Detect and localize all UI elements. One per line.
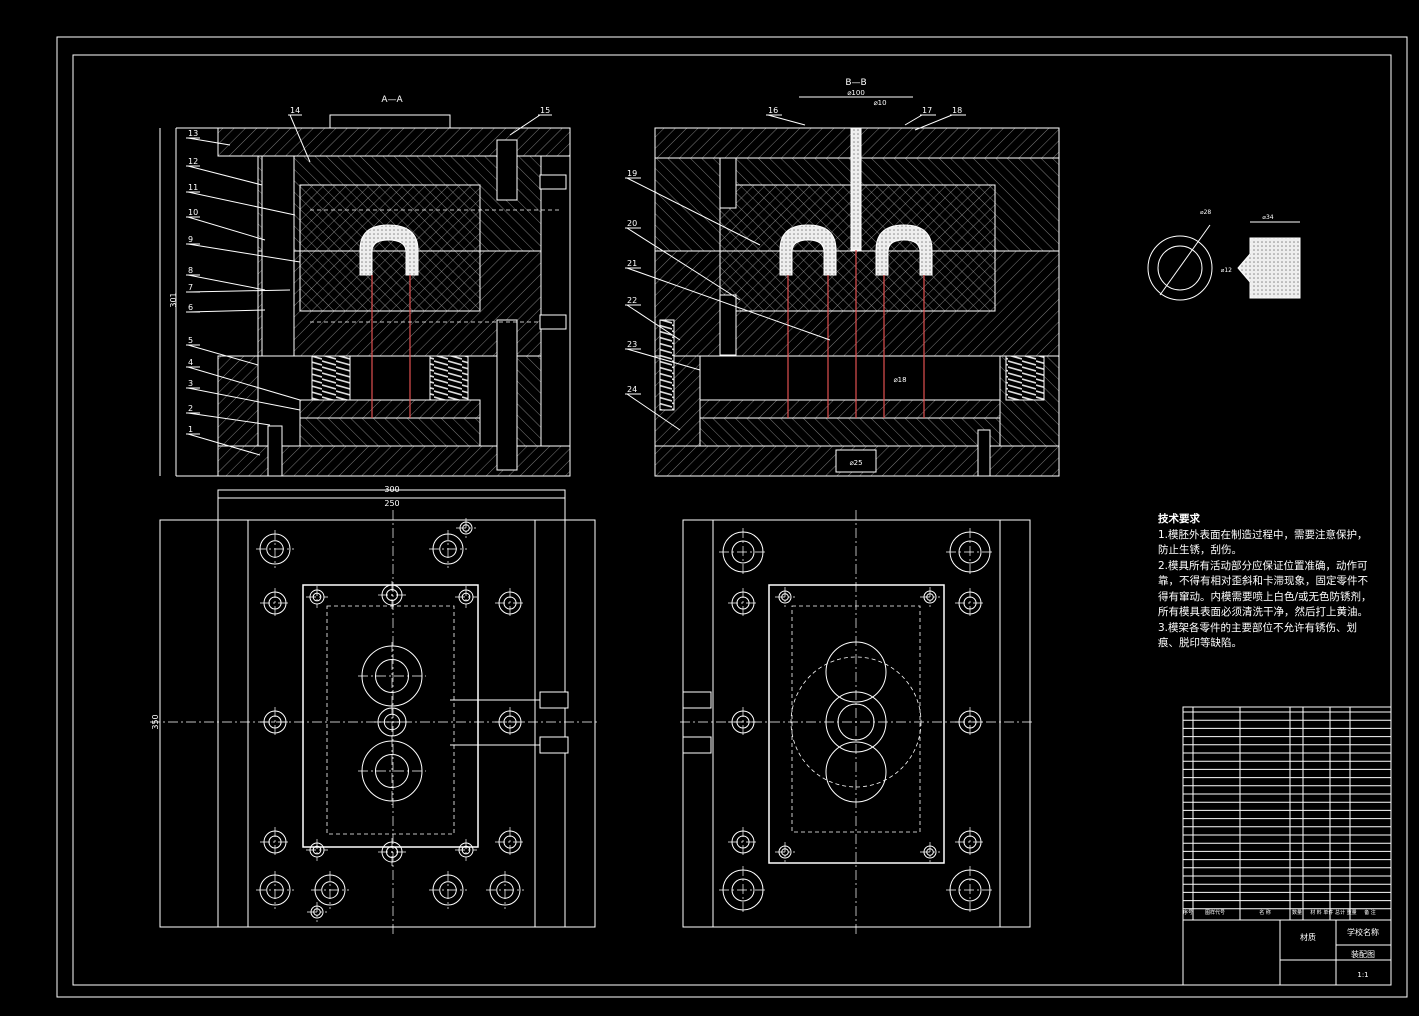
part-number-label: 15 — [540, 106, 550, 115]
part-number-label: 5 — [188, 336, 193, 345]
part-number-label: 21 — [627, 259, 637, 268]
product-detail-view: ⌀34 ⌀28 ⌀12 — [1147, 209, 1301, 301]
dim-dia34: ⌀34 — [1262, 214, 1273, 221]
part-number-label: 8 — [188, 266, 193, 275]
part-number-label: 2 — [188, 404, 193, 413]
material-label: 材质 — [1300, 932, 1316, 942]
part-number-label: 11 — [188, 183, 198, 192]
section-aa-title: A—A — [381, 95, 403, 105]
bom-header-cell: 备 注 — [1364, 909, 1376, 916]
drawing-name: 装配图 — [1351, 949, 1375, 959]
part-number-label: 9 — [188, 235, 193, 244]
part-number-label: 19 — [627, 169, 637, 178]
product-part — [359, 224, 419, 276]
part-number-label: 1 — [188, 425, 193, 434]
school-label: 学校名称 — [1347, 927, 1379, 937]
title-block: 序号 图样代号 名 称 数量 材 料单件 总计 重量 备 注 材质 学校名称 装配图 1:… — [1182, 706, 1392, 986]
notes-heading: 技术要求 — [1158, 513, 1200, 525]
dim-dia28: ⌀28 — [1200, 209, 1211, 216]
dim-dia10: ⌀10 — [873, 99, 886, 107]
part-callouts-right: 16 17 18 19 20 21 22 23 24 — [625, 106, 966, 431]
note-item-2: 2.模具所有活动部分应保证位置准确，动作可靠，不得有相对歪斜和卡滞现象，固定零件… — [1158, 559, 1372, 619]
part-number-label: 20 — [627, 219, 637, 228]
inner-frame — [72, 54, 1392, 986]
part-number-label: 3 — [188, 379, 193, 388]
dim-dia18: ⌀18 — [893, 376, 906, 384]
bom-header-cell: 图样代号 — [1205, 909, 1225, 916]
dim-width-250: 250 — [384, 499, 399, 508]
part-number-label: 6 — [188, 303, 193, 312]
bom-header-cell: 材 料 — [1310, 909, 1322, 916]
dim-height-350: 350 — [151, 714, 160, 729]
note-item-3: 3.模架各零件的主要部位不允许有锈伤、划痕、脱印等缺陷。 — [1158, 621, 1358, 650]
dim-height-301: 301 — [169, 292, 178, 307]
part-number-label: 12 — [188, 157, 198, 166]
bom-header-cell: 名 称 — [1259, 909, 1271, 916]
part-number-label: 17 — [922, 106, 932, 115]
part-number-label: 13 — [188, 129, 198, 138]
bom-header-cell: 单件 总计 重量 — [1323, 909, 1356, 916]
bom-header-cell: 数量 — [1292, 909, 1302, 916]
dim-dia100: ⌀100 — [847, 89, 865, 97]
part-number-label: 16 — [768, 106, 778, 115]
plan-view-right — [680, 510, 1035, 935]
plan-view-left: 300 250 350 — [150, 485, 600, 935]
section-bb: B—B ⌀100 ⌀10 ⌀25 ⌀18 — [654, 78, 1060, 477]
dim-dia12: ⌀12 — [1221, 267, 1232, 274]
part-number-label: 14 — [290, 106, 300, 115]
part-number-label: 18 — [952, 106, 962, 115]
part-number-label: 4 — [188, 358, 193, 367]
section-bb-title: B—B — [845, 78, 866, 88]
section-aa: A—A — [159, 95, 571, 477]
part-number-label: 24 — [627, 385, 637, 394]
note-item-1: 1.模胚外表面在制造过程中，需要注意保护，防止生锈，刮伤。 — [1158, 528, 1368, 557]
drawing-scale: 1:1 — [1357, 971, 1368, 979]
part-number-label: 10 — [188, 208, 198, 217]
outer-frame — [56, 36, 1408, 998]
bom-header-cell: 序号 — [1183, 909, 1193, 916]
part-number-label: 23 — [627, 340, 637, 349]
part-number-label: 7 — [188, 283, 193, 292]
technical-notes: 技术要求 1.模胚外表面在制造过程中，需要注意保护，防止生锈，刮伤。 2.模具所… — [1158, 512, 1373, 652]
part-number-label: 22 — [627, 296, 637, 305]
dim-dia25: ⌀25 — [849, 459, 862, 467]
